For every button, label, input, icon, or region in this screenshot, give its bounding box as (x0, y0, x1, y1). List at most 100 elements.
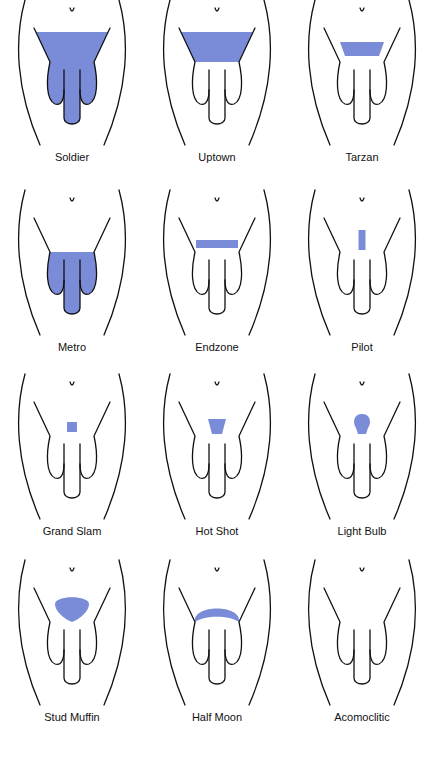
shaved-area (64, 62, 80, 124)
style-name: Pilot (292, 341, 432, 354)
navel (215, 198, 219, 201)
shaft-outline (354, 444, 370, 498)
navel (360, 8, 364, 11)
hip-outline (249, 190, 270, 335)
groin-outline (370, 588, 400, 664)
navel (215, 382, 219, 385)
shaft-outline (354, 630, 370, 684)
hip-outline (19, 0, 40, 145)
groin-outline (370, 218, 400, 294)
groin-outline (324, 402, 354, 478)
hip-outline (104, 560, 125, 705)
style-figure (19, 190, 126, 335)
shaft-outline (209, 444, 225, 498)
shaved-area (55, 597, 89, 622)
hip-outline (164, 374, 185, 519)
style-name: Hot Shot (147, 525, 287, 538)
hip-outline (394, 0, 415, 145)
shaved-area (181, 32, 253, 62)
hip-outline (19, 374, 40, 519)
hip-outline (309, 0, 330, 145)
shaft-outline (354, 70, 370, 124)
shaved-area (195, 609, 239, 623)
navel (215, 8, 219, 11)
navel (360, 382, 364, 385)
hip-outline (104, 190, 125, 335)
style-name: Light Bulb (292, 525, 432, 538)
hip-outline (164, 560, 185, 705)
navel (360, 198, 364, 201)
style-figure (19, 374, 126, 519)
shaft-outline (354, 260, 370, 314)
groin-outline (34, 28, 64, 104)
groin-outline (34, 588, 64, 664)
hip-outline (394, 560, 415, 705)
shaft-outline (209, 260, 225, 314)
navel (360, 568, 364, 571)
hip-outline (394, 374, 415, 519)
groin-outline (80, 402, 110, 478)
hip-outline (249, 0, 270, 145)
shaft-outline (64, 70, 80, 124)
navel (70, 382, 74, 385)
style-name: Acomoclitic (292, 711, 432, 724)
style-name: Tarzan (292, 151, 432, 164)
hip-outline (19, 190, 40, 335)
groin-outline (225, 28, 255, 104)
groin-outline (80, 588, 110, 664)
groin-outline (179, 28, 209, 104)
hip-outline (249, 374, 270, 519)
style-name: Soldier (2, 151, 142, 164)
hip-outline (394, 190, 415, 335)
groin-outline (324, 588, 354, 664)
style-figure (309, 190, 416, 335)
shaved-area (354, 414, 370, 434)
hip-outline (309, 374, 330, 519)
style-figure (164, 374, 271, 519)
hip-outline (249, 560, 270, 705)
shaved-area (208, 419, 226, 434)
groin-outline (80, 28, 110, 104)
style-name: Uptown (147, 151, 287, 164)
style-figure (164, 0, 271, 145)
navel (70, 198, 74, 201)
style-name: Half Moon (147, 711, 287, 724)
shaved-area (340, 42, 384, 56)
hip-outline (164, 190, 185, 335)
hip-outline (104, 0, 125, 145)
groin-outline (179, 588, 209, 664)
shaft-outline (64, 630, 80, 684)
style-figure (164, 560, 271, 705)
groin-outline (370, 402, 400, 478)
style-figure (309, 560, 416, 705)
hip-outline (309, 560, 330, 705)
hip-outline (164, 0, 185, 145)
shaved-area (196, 240, 238, 248)
style-figure (164, 190, 271, 335)
groin-outline (225, 218, 255, 294)
shaft-outline (209, 630, 225, 684)
shaft-outline (209, 70, 225, 124)
groin-outline (324, 218, 354, 294)
hip-outline (309, 190, 330, 335)
shaved-area (64, 252, 80, 314)
groin-outline (370, 28, 400, 104)
navel (215, 568, 219, 571)
groin-outline (179, 218, 209, 294)
style-name: Endzone (147, 341, 287, 354)
style-figure (19, 0, 126, 145)
style-name: Stud Muffin (2, 711, 142, 724)
groin-outline (80, 218, 110, 294)
groin-outline (34, 402, 64, 478)
navel (70, 568, 74, 571)
groin-outline (34, 218, 64, 294)
hip-outline (104, 374, 125, 519)
hip-outline (19, 560, 40, 705)
shaved-area (36, 32, 108, 62)
groin-outline (225, 402, 255, 478)
shaved-area (359, 230, 366, 250)
navel (70, 8, 74, 11)
style-figure (309, 374, 416, 519)
shaft-outline (64, 260, 80, 314)
